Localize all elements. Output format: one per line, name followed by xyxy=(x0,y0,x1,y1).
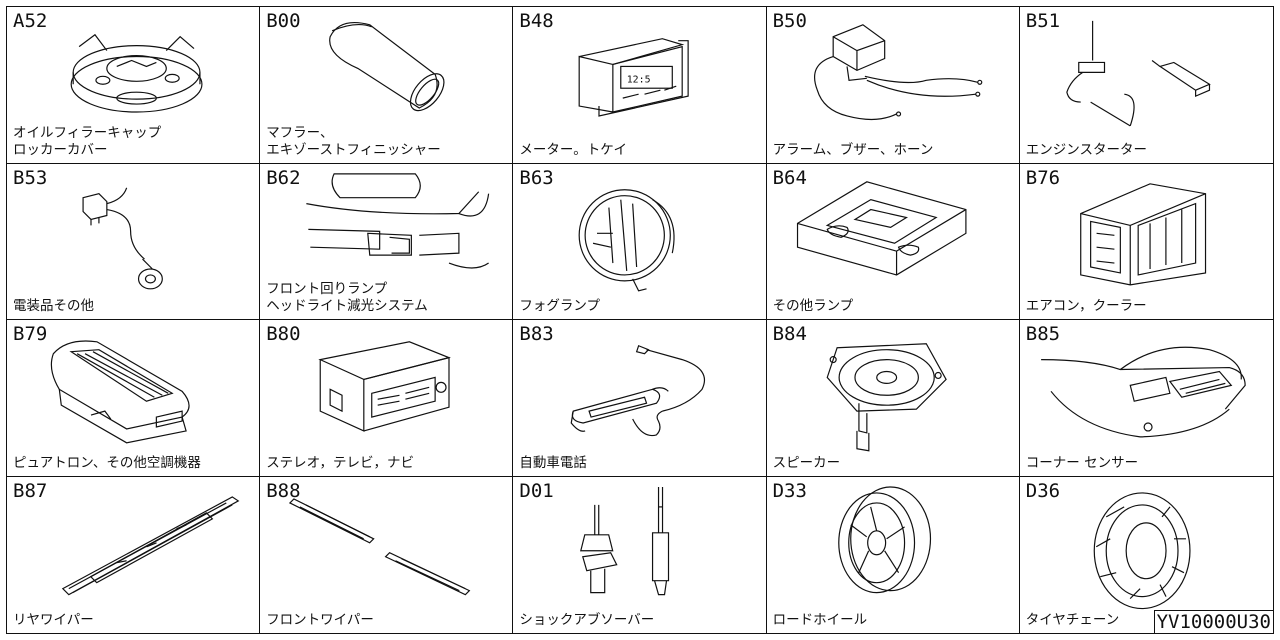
category-label: アラーム、ブザー、ホーン xyxy=(772,141,934,158)
category-label: タイヤチェーン xyxy=(1025,612,1120,628)
category-cell-b83[interactable]: B83 自動車電話 xyxy=(513,320,767,477)
speaker-icon xyxy=(767,320,1019,476)
category-cell-d01[interactable]: D01 ショックアブソーバー xyxy=(513,476,767,634)
category-code: B50 xyxy=(772,10,807,32)
alarm-buzzer-icon xyxy=(767,7,1019,163)
category-code: B84 xyxy=(772,323,807,345)
car-phone-icon xyxy=(513,320,765,476)
category-code: D01 xyxy=(519,479,554,502)
category-code: B51 xyxy=(1025,10,1061,32)
category-code: D36 xyxy=(1025,479,1061,502)
category-label: オイルフィラーキャップ ロッカーカバー xyxy=(13,124,162,158)
rear-wiper-icon xyxy=(7,477,259,634)
engine-starter-icon xyxy=(1020,7,1273,163)
category-cell-b63[interactable]: B63 フォグランプ xyxy=(513,163,767,320)
air-conditioner-icon xyxy=(1020,164,1273,320)
category-code: B53 xyxy=(13,166,48,189)
category-label: その他ランプ xyxy=(772,298,854,314)
category-code: B00 xyxy=(266,10,301,32)
category-label: マフラー、 エキゾーストフィニッシャー xyxy=(266,124,441,158)
category-code: B62 xyxy=(266,166,301,189)
category-label: ロードホイール xyxy=(772,612,868,628)
front-lamp-icon xyxy=(260,164,512,320)
category-label: フロント回りランプ ヘッドライト減光システム xyxy=(266,281,428,314)
category-cell-b48[interactable]: 12:5 B48 メーター。トケイ xyxy=(513,7,767,164)
category-label: ショックアブソーバー xyxy=(519,612,655,628)
category-code: B83 xyxy=(519,323,554,345)
clock-display: 12:5 xyxy=(627,74,651,85)
category-code: A52 xyxy=(13,10,48,32)
category-cell-b84[interactable]: B84 スピーカー xyxy=(766,320,1020,477)
category-code: B76 xyxy=(1025,166,1061,189)
category-label: フォグランプ xyxy=(519,298,600,314)
parts-category-grid: A52 オイルフィラーキャップ ロッカーカバー B00 マフラー、 エキゾースト… xyxy=(6,6,1274,634)
stereo-unit-icon xyxy=(260,320,512,476)
category-cell-b80[interactable]: B80 ステレオ，テレビ，ナビ xyxy=(260,320,514,477)
category-label: コーナー センサー xyxy=(1025,454,1139,471)
category-cell-b51[interactable]: B51 エンジンスターター xyxy=(1019,7,1273,164)
category-cell-b53[interactable]: B53 電装品その他 xyxy=(7,163,261,320)
category-cell-b76[interactable]: B76 エアコン，クーラー xyxy=(1019,164,1273,320)
category-code: B63 xyxy=(519,166,554,189)
category-label: 電装品その他 xyxy=(13,298,94,314)
category-cell-a52[interactable]: A52 オイルフィラーキャップ ロッカーカバー xyxy=(7,7,261,164)
category-label: ピュアトロン、その他空調機器 xyxy=(13,454,201,471)
category-cell-b85[interactable]: B85 コーナー センサー xyxy=(1019,320,1273,477)
front-wiper-icon xyxy=(260,477,512,634)
category-label: スピーカー xyxy=(772,454,841,471)
filler-cap-icon xyxy=(7,7,259,163)
category-cell-b87[interactable]: B87 リヤワイパー xyxy=(7,476,261,634)
category-code: B64 xyxy=(772,166,807,189)
category-label: 自動車電話 xyxy=(519,454,587,471)
category-label: リヤワイパー xyxy=(13,612,94,628)
category-cell-b50[interactable]: B50 アラーム、ブザー、ホーン xyxy=(766,7,1020,164)
electrical-parts-icon xyxy=(7,164,259,320)
fog-lamp-icon xyxy=(513,164,765,320)
category-cell-b88[interactable]: B88 フロントワイパー xyxy=(260,476,514,634)
category-cell-b64[interactable]: B64 その他ランプ xyxy=(766,163,1020,320)
category-cell-b62[interactable]: B62 フロント回りランプ ヘッドライト減光システム xyxy=(260,163,514,320)
category-code: D33 xyxy=(772,479,807,502)
category-label: エアコン，クーラー xyxy=(1025,298,1147,314)
tire-chain-icon xyxy=(1020,477,1273,634)
category-cell-d33[interactable]: D33 ロードホイール xyxy=(767,476,1020,634)
category-code: B79 xyxy=(13,323,48,345)
category-code: B80 xyxy=(266,323,301,345)
document-id: YV10000U30 xyxy=(1153,610,1274,634)
category-label: エンジンスターター xyxy=(1025,141,1148,158)
room-lamp-icon xyxy=(767,164,1019,320)
category-code: B85 xyxy=(1025,323,1061,345)
category-cell-d36[interactable]: D36 タイヤチェーン xyxy=(1020,477,1273,634)
category-code: B48 xyxy=(519,10,554,32)
category-label: ステレオ，テレビ，ナビ xyxy=(266,454,415,471)
clock-meter-icon: 12:5 xyxy=(513,7,765,163)
corner-sensor-icon xyxy=(1020,320,1273,476)
category-cell-b79[interactable]: B79 ピュアトロン、その他空調機器 xyxy=(7,320,261,477)
shock-absorber-icon xyxy=(513,477,765,634)
category-code: B88 xyxy=(266,479,301,502)
road-wheel-icon xyxy=(767,477,1019,634)
category-code: B87 xyxy=(13,479,48,502)
category-label: フロントワイパー xyxy=(266,612,374,628)
category-label: メーター。トケイ xyxy=(519,141,627,158)
air-purifier-icon xyxy=(7,320,259,476)
category-cell-b00[interactable]: B00 マフラー、 エキゾーストフィニッシャー xyxy=(260,7,514,164)
muffler-icon xyxy=(260,7,512,163)
